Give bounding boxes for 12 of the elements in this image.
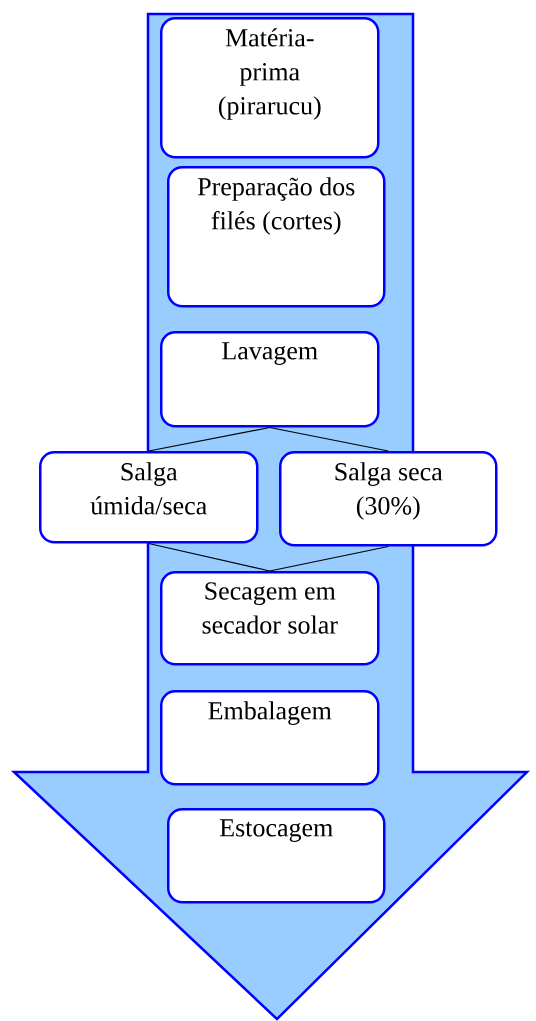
step-box: Matéria-prima (pirarucu) <box>160 17 380 159</box>
connector-line <box>269 545 389 572</box>
connector-line <box>148 426 271 452</box>
step-box: Secagem em secador solar <box>160 571 380 666</box>
step-box: Salga úmida/seca <box>39 451 259 544</box>
step-box: Lavagem <box>160 331 380 428</box>
step-box: Estocagem <box>167 808 386 904</box>
step-box: Embalagem <box>160 690 380 786</box>
connector-line <box>148 542 271 572</box>
step-box: Preparação dos filés (cortes) <box>167 166 386 308</box>
connector-line <box>269 426 389 452</box>
step-box: Salga seca (30%) <box>279 451 498 547</box>
